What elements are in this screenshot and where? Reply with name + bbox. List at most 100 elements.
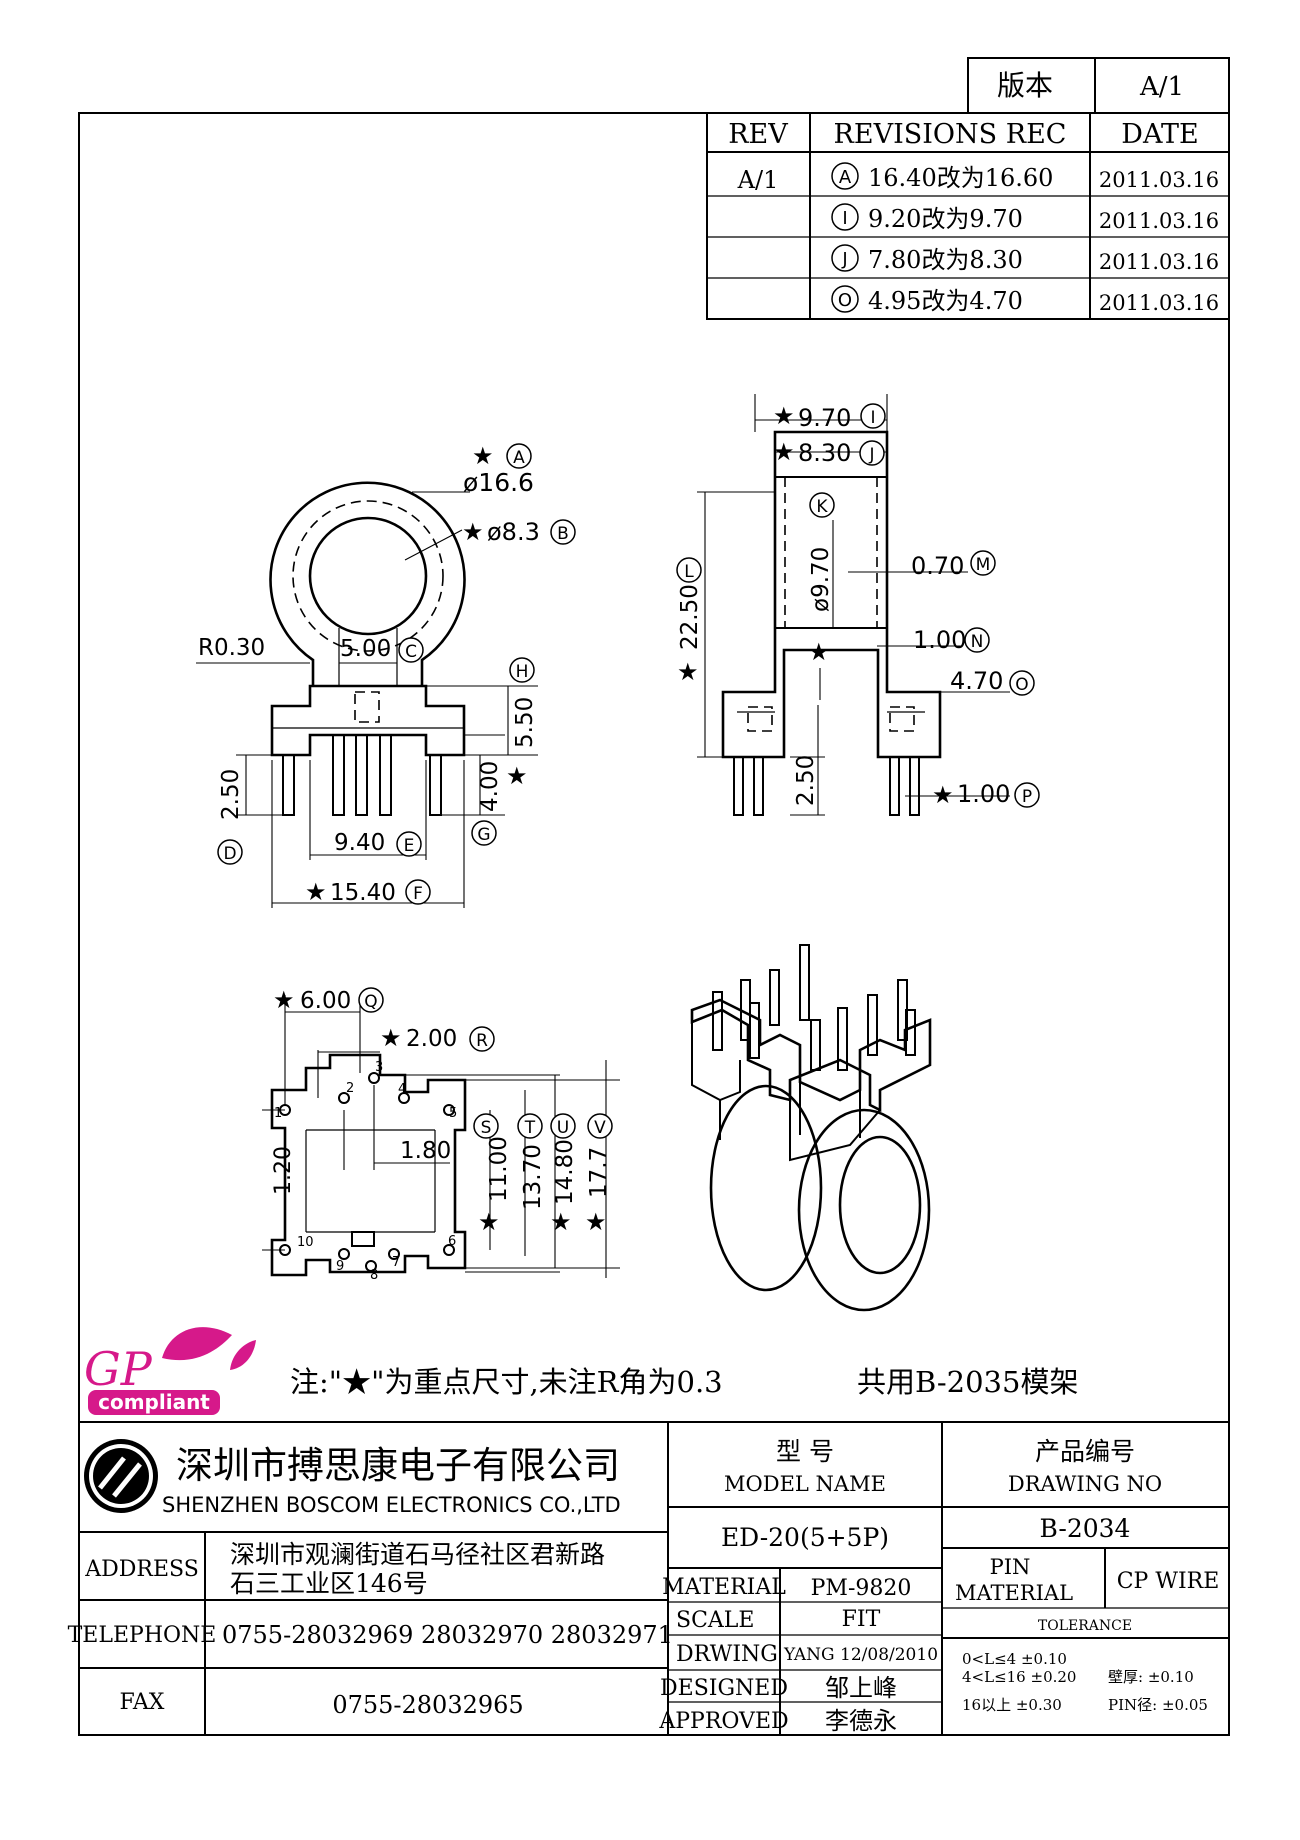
revision-row: J 7.80改为8.30 2011.03.16 xyxy=(831,244,1219,274)
revision-row: O 4.95改为4.70 2011.03.16 xyxy=(831,285,1219,315)
version-box: 版本 A/1 xyxy=(967,57,1230,114)
company-name-en: SHENZHEN BOSCOM ELECTRONICS CO.,LTD xyxy=(162,1493,621,1517)
pin-hole: 3 xyxy=(368,1060,383,1084)
mark-q: Q xyxy=(364,992,377,1012)
revision-row: I 9.20改为9.70 2011.03.16 xyxy=(831,203,1219,233)
revision-text: 7.80改为8.30 xyxy=(868,246,1023,274)
pin-material-value: CP WIRE xyxy=(1117,1569,1220,1594)
side-star-core: ★ xyxy=(808,638,830,666)
dim-d2: 2.00 xyxy=(406,1026,457,1052)
mark-l: L xyxy=(684,562,694,582)
revision-mark: A xyxy=(839,167,852,188)
model-name-en: MODEL NAME xyxy=(724,1472,886,1496)
company-logo xyxy=(84,1439,158,1513)
pin-number: 5 xyxy=(449,1106,457,1121)
revision-text: 16.40改为16.60 xyxy=(868,164,1053,192)
mark-r: R xyxy=(476,1031,488,1051)
bottom-star-u: ★ xyxy=(550,1208,572,1236)
pin-hole: 9 xyxy=(336,1248,350,1274)
date-header: DATE xyxy=(1121,119,1198,150)
material-label: MATERIAL xyxy=(662,1575,786,1600)
revision-text: 4.95改为4.70 xyxy=(868,287,1023,315)
tolerance-1: 0<L≤4 ±0.10 xyxy=(962,1650,1067,1668)
front-star-inner: ★ xyxy=(462,518,484,546)
approved-value: 李德永 xyxy=(825,1707,897,1735)
dim-d6: 13.70 xyxy=(520,1144,546,1210)
bottom-star-v: ★ xyxy=(585,1208,607,1236)
dim-top-inner: 8.30 xyxy=(798,439,851,467)
dim-pin-dia: 1.00 xyxy=(957,780,1010,808)
dim-pin-span: 9.40 xyxy=(334,830,385,856)
dim-inner-dia: ø8.3 xyxy=(487,518,540,546)
dim-outer-dia: ø16.6 xyxy=(463,468,534,497)
mark-g: G xyxy=(477,825,490,845)
revision-date: 2011.03.16 xyxy=(1099,291,1219,315)
dim-d3: 1.80 xyxy=(400,1138,451,1164)
mark-c: C xyxy=(405,642,417,662)
pin-number: 1 xyxy=(274,1106,282,1121)
compliant-word: compliant xyxy=(98,1390,210,1414)
telephone-value: 0755-28032969 28032970 28032971 xyxy=(222,1621,673,1649)
mark-m: M xyxy=(976,555,991,575)
mark-e: E xyxy=(404,836,415,856)
material-value: PM-9820 xyxy=(811,1576,912,1601)
revision-mark: J xyxy=(841,249,847,270)
tolerance-label: TOLERANCE xyxy=(1038,1618,1132,1634)
designed-value: 邹上峰 xyxy=(825,1674,897,1702)
mark-p: P xyxy=(1022,787,1032,807)
isometric-view xyxy=(690,944,932,1312)
wall-tolerance: 壁厚: ±0.10 xyxy=(1108,1668,1194,1686)
drawing-no-cn: 产品编号 xyxy=(1035,1437,1135,1466)
rev-header: REV xyxy=(728,119,788,150)
drawing-no-value: B-2034 xyxy=(1040,1514,1131,1543)
dim-wall: 0.70 xyxy=(911,552,964,580)
dim-core-dia: ø9.70 xyxy=(808,547,834,612)
front-star-right: ★ xyxy=(506,762,528,790)
dim-base-height: 5.50 xyxy=(512,697,538,748)
front-view: ★ A ø16.6 ★ ø8.3 B R0.30 5.00 C 5.50 H ★… xyxy=(196,442,576,908)
mark-o: O xyxy=(1015,675,1028,695)
mark-f: F xyxy=(413,884,423,904)
pin-number: 4 xyxy=(398,1082,406,1097)
revision-text: 9.20改为9.70 xyxy=(868,205,1023,233)
revisions-table: REV REVISIONS REC DATE A/1 A 16.40改为16.6… xyxy=(706,112,1230,320)
mark-t: T xyxy=(524,1118,536,1138)
side-star-height: ★ xyxy=(677,658,699,686)
mark-i: I xyxy=(870,408,875,428)
drawing-no-en: DRAWING NO xyxy=(1008,1472,1162,1496)
mark-j: J xyxy=(868,445,874,465)
bottom-star-q: ★ xyxy=(273,986,295,1014)
revision-date: 2011.03.16 xyxy=(1099,209,1219,233)
side-star-pin: ★ xyxy=(932,781,954,809)
fax-label: FAX xyxy=(120,1690,165,1715)
dim-d8: 17.7 xyxy=(586,1147,612,1198)
pin-number: 2 xyxy=(346,1081,354,1096)
mark-k: K xyxy=(816,497,828,517)
address-line2: 石三工业区146号 xyxy=(230,1569,428,1598)
pin-number: 3 xyxy=(375,1060,383,1075)
dim-pin-len: 2.50 xyxy=(218,769,244,820)
pin-hole: 2 xyxy=(338,1081,354,1104)
pin-hole: 4 xyxy=(398,1082,410,1104)
tolerance-2: 4<L≤16 ±0.20 xyxy=(962,1668,1076,1686)
leaf-icon xyxy=(162,1327,232,1361)
gp-compliant-logo: GP compliant xyxy=(84,1327,256,1415)
pin-hole: 5 xyxy=(443,1104,457,1121)
scale-label: SCALE xyxy=(676,1608,754,1633)
dim-d1: 6.00 xyxy=(300,988,351,1014)
pin-number: 9 xyxy=(336,1259,344,1274)
front-star-outer: ★ xyxy=(472,442,494,470)
pin-number: 6 xyxy=(448,1234,456,1249)
pin-hole: 8 xyxy=(365,1260,378,1283)
mark-d: D xyxy=(223,844,236,864)
pin-material-label-1: PIN xyxy=(990,1555,1031,1579)
version-value: A/1 xyxy=(1139,72,1184,102)
pin-number: 7 xyxy=(392,1255,400,1270)
dim-pin-height: 4.00 xyxy=(477,761,503,812)
model-name-cn: 型 号 xyxy=(776,1437,834,1466)
dim-step: 4.70 xyxy=(950,667,1003,695)
pin-hole: 6 xyxy=(443,1234,456,1256)
scale-value: FIT xyxy=(842,1607,881,1632)
bottom-star-r: ★ xyxy=(380,1024,402,1052)
